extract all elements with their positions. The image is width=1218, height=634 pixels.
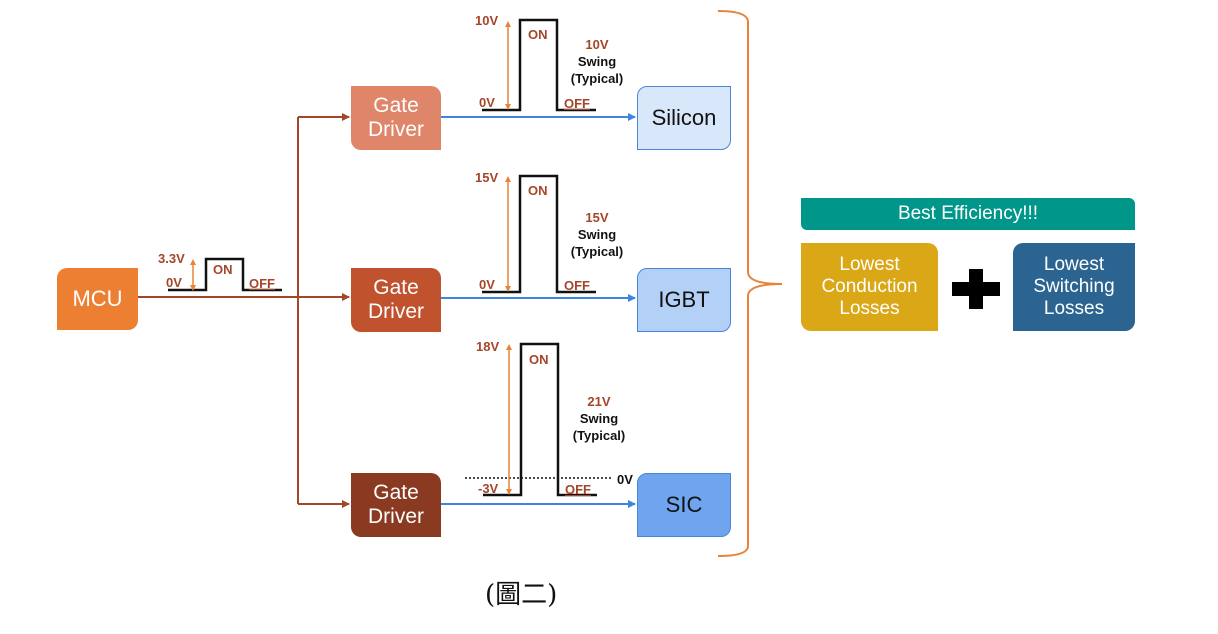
gate-driver-1-line1: Gate	[373, 93, 419, 117]
mcu-label: MCU	[72, 286, 123, 312]
mcu-pulse-waveform	[168, 257, 282, 292]
silicon-swing-value: 10V	[585, 37, 609, 52]
gate-driver-2-line2: Driver	[368, 300, 424, 323]
gate-driver-3-line1: Gate	[373, 480, 419, 504]
lowest-switching-losses-block: Lowest Switching Losses	[1013, 243, 1135, 331]
device-silicon-label: Silicon	[651, 105, 717, 131]
silicon-swing-annotation: 10V Swing (Typical)	[566, 36, 628, 87]
igbt-low-voltage-label: 0V	[479, 277, 495, 292]
switching-line3: Losses	[1043, 297, 1105, 319]
gate-driver-2-line1: Gate	[373, 275, 419, 299]
mcu-high-voltage-label: 3.3V	[158, 251, 185, 266]
switching-line2: Switching	[1033, 276, 1115, 298]
sic-swing-annotation: 21V Swing (Typical)	[568, 393, 630, 444]
device-igbt-label: IGBT	[658, 287, 710, 313]
conduction-line3: Losses	[839, 297, 900, 319]
best-efficiency-banner: Best Efficiency!!!	[801, 198, 1135, 230]
device-silicon: Silicon	[637, 86, 731, 150]
conduction-line1: Lowest	[839, 254, 900, 276]
grouping-brace	[717, 10, 783, 557]
lowest-conduction-losses-block: Lowest Conduction Losses	[801, 243, 938, 331]
plus-icon	[952, 269, 1000, 309]
device-igbt: IGBT	[637, 268, 731, 332]
silicon-swing-label: Swing	[577, 54, 617, 69]
device-sic: SIC	[637, 473, 731, 537]
igbt-swing-typical: (Typical)	[570, 244, 624, 259]
device-sic-label: SIC	[665, 492, 703, 518]
mcu-off-label: OFF	[249, 276, 275, 291]
best-efficiency-label: Best Efficiency!!!	[897, 203, 1039, 224]
silicon-low-voltage-label: 0V	[479, 95, 495, 110]
figure-caption: (圖二)	[485, 580, 558, 610]
igbt-on-label: ON	[528, 183, 548, 198]
silicon-on-label: ON	[528, 27, 548, 42]
conduction-line2: Conduction	[821, 276, 918, 298]
sic-swing-typical: (Typical)	[572, 428, 626, 443]
silicon-high-voltage-label: 10V	[475, 13, 499, 28]
mcu-low-voltage-label: 0V	[166, 275, 182, 290]
igbt-swing-value: 15V	[585, 210, 609, 225]
mcu-on-label: ON	[213, 262, 233, 277]
sic-swing-label: Swing	[579, 411, 619, 426]
gate-driver-1-line2: Driver	[368, 118, 424, 141]
sic-off-label: OFF	[565, 482, 591, 497]
sic-zero-reference-label: 0V	[617, 472, 633, 487]
sic-low-voltage-label: -3V	[478, 481, 499, 496]
sic-on-label: ON	[529, 352, 549, 367]
silicon-off-label: OFF	[564, 96, 590, 111]
switching-line1: Lowest	[1043, 254, 1105, 276]
sic-pulse-waveform	[483, 342, 597, 497]
igbt-pulse-waveform	[482, 174, 596, 294]
igbt-off-label: OFF	[564, 278, 590, 293]
sic-swing-value: 21V	[587, 394, 611, 409]
igbt-swing-annotation: 15V Swing (Typical)	[566, 209, 628, 260]
silicon-pulse-waveform	[482, 18, 596, 112]
silicon-swing-typical: (Typical)	[570, 71, 624, 86]
sic-high-voltage-label: 18V	[476, 339, 500, 354]
gate-driver-3-line2: Driver	[368, 505, 424, 528]
igbt-high-voltage-label: 15V	[475, 170, 499, 185]
igbt-swing-label: Swing	[577, 227, 617, 242]
mcu-block: MCU	[57, 268, 138, 330]
